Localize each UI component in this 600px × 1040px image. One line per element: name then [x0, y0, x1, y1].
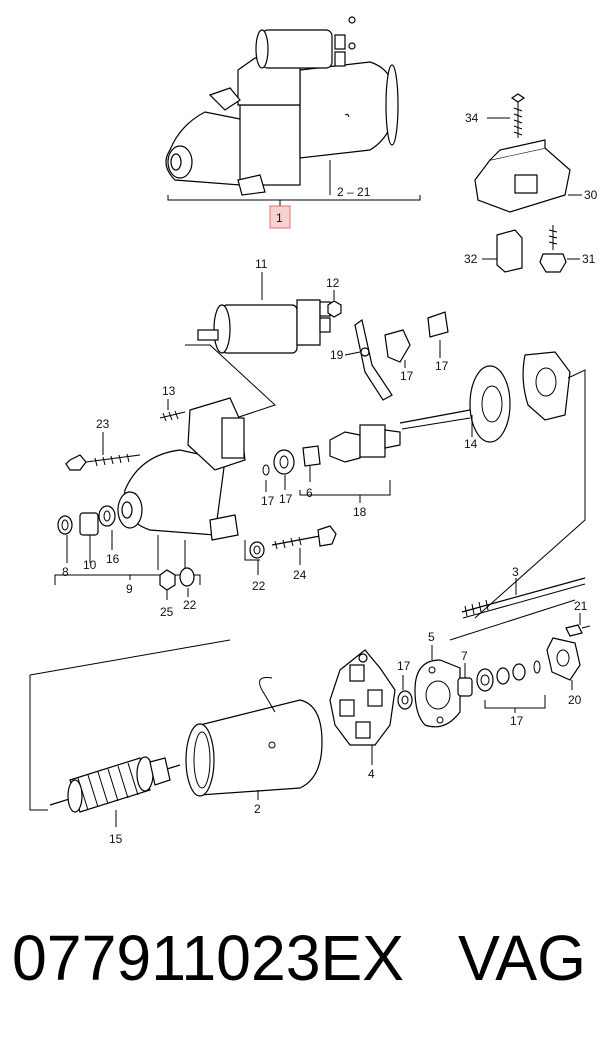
- label-part-7: 7: [461, 649, 468, 663]
- label-part-18: 18: [353, 505, 367, 519]
- highlight-box-part-1: [269, 205, 291, 229]
- label-part-8: 8: [62, 565, 69, 579]
- label-part-19: 19: [330, 348, 344, 362]
- label-part-17-a: 17: [400, 369, 414, 383]
- pinion-drive-drawing: [329, 424, 401, 463]
- brush-holder-drawing: [329, 649, 396, 746]
- field-frame-drawing: [185, 677, 323, 797]
- label-part-24: 24: [293, 568, 307, 582]
- label-part-16: 16: [106, 552, 120, 566]
- label-part-9: 9: [126, 582, 133, 596]
- label-part-17-c: 17: [261, 494, 275, 508]
- starter-assembly-drawing: [165, 16, 399, 196]
- label-part-11: 11: [255, 257, 268, 271]
- label-part-25: 25: [160, 605, 174, 619]
- label-part-4: 4: [368, 767, 375, 781]
- label-part-13: 13: [162, 384, 176, 398]
- label-part-22-b: 22: [183, 598, 197, 612]
- fork-lever-drawing: [354, 318, 393, 401]
- label-part-10: 10: [83, 558, 97, 572]
- mounting-bracket-drawing: [474, 93, 571, 273]
- brand-text: VAG: [458, 922, 586, 994]
- label-part-17-d: 17: [279, 492, 293, 506]
- part-number-text: 077911023EX: [12, 922, 404, 994]
- label-part-1: 1: [276, 211, 283, 225]
- label-part-30: 30: [584, 188, 598, 202]
- caption-bar: 077911023EX VAG: [12, 922, 586, 994]
- label-part-34: 34: [465, 111, 479, 125]
- label-part-6: 6: [306, 486, 313, 500]
- label-part-17-e: 17: [397, 659, 411, 673]
- label-part-17-f: 17: [510, 714, 524, 728]
- exploded-parts-diagram: 1 2 – 21 34 30 32 31 11 12 19 17: [29, 16, 598, 846]
- label-part-3: 3: [512, 565, 519, 579]
- label-part-14: 14: [464, 437, 478, 451]
- label-part-21: 21: [574, 599, 588, 613]
- label-part-31: 31: [582, 252, 596, 266]
- label-part-23: 23: [96, 417, 110, 431]
- armature-drawing: [49, 756, 181, 813]
- label-part-2-21: 2 – 21: [337, 185, 371, 199]
- label-part-2: 2: [254, 802, 261, 816]
- intermediate-plate-drawing: [469, 351, 571, 443]
- label-part-15: 15: [109, 832, 123, 846]
- label-part-5: 5: [428, 630, 435, 644]
- drive-end-housing-drawing: [117, 397, 246, 541]
- label-part-20: 20: [568, 693, 582, 707]
- commutator-end-plate-drawing: [414, 659, 461, 728]
- label-part-17-b: 17: [435, 359, 449, 373]
- label-part-22-a: 22: [252, 579, 266, 593]
- solenoid-drawing: [197, 299, 331, 354]
- label-part-12: 12: [326, 276, 340, 290]
- label-part-32: 32: [464, 252, 478, 266]
